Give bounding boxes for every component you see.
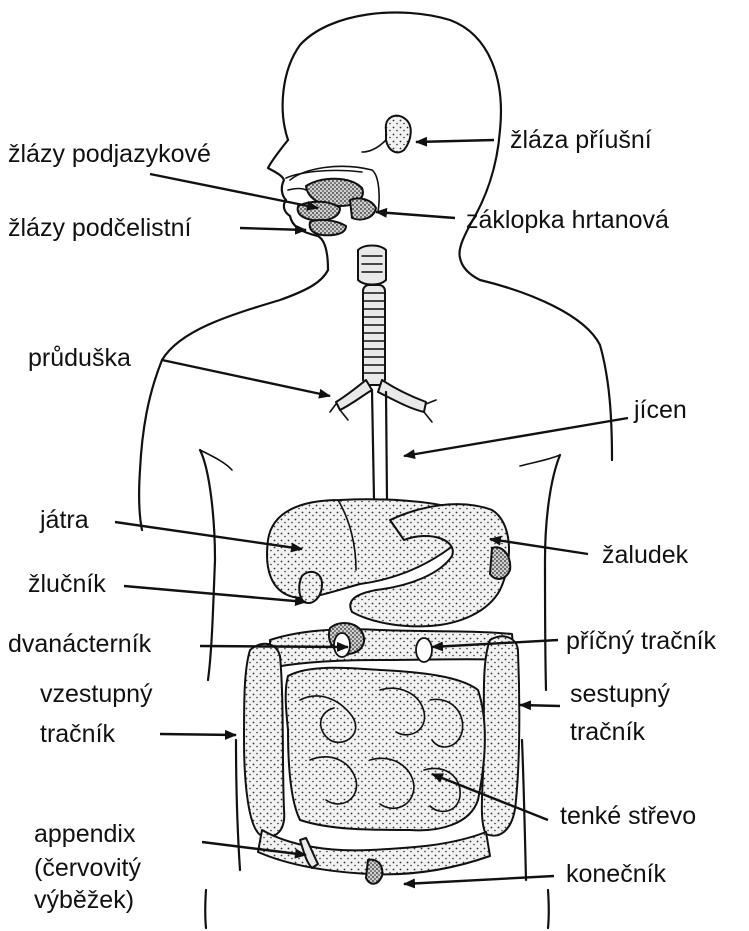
intestines xyxy=(244,623,519,884)
label-sestupny-2: tračník xyxy=(570,718,646,746)
label-jatra: játra xyxy=(39,506,89,534)
label-appendix-3: výběžek) xyxy=(34,886,134,914)
label-zaklopka-hrtanova: záklopka hrtanová xyxy=(466,206,669,234)
label-vzestupny-2: tračník xyxy=(40,720,116,748)
label-sestupny-1: sestupný xyxy=(570,680,671,708)
trachea xyxy=(330,285,436,422)
label-vzestupny-1: vzestupný xyxy=(40,680,153,708)
head-organs xyxy=(286,116,411,285)
gallbladder xyxy=(299,572,322,603)
label-konecnik: konečník xyxy=(566,860,667,888)
label-zlucnik: žlučník xyxy=(28,570,106,598)
label-jicen: jícen xyxy=(633,396,687,424)
label-dvanactnik: dvanácterník xyxy=(8,630,152,658)
label-pricny-tracnik: příčný tračník xyxy=(566,627,717,655)
label-appendix-2: (červovitý xyxy=(34,854,141,882)
label-pruduska: průduška xyxy=(28,344,131,372)
label-zlaza-priusni: žláza příušní xyxy=(510,126,652,154)
label-tenke-strevo: tenké střevo xyxy=(560,802,696,830)
label-zaludek: žaludek xyxy=(602,541,689,569)
label-zlazy-podcelistni: žlázy podčelistní xyxy=(8,214,191,242)
label-zlazy-podjazykove: žlázy podjazykové xyxy=(8,140,211,168)
label-appendix-1: appendix xyxy=(34,820,136,848)
esophagus xyxy=(372,390,387,500)
